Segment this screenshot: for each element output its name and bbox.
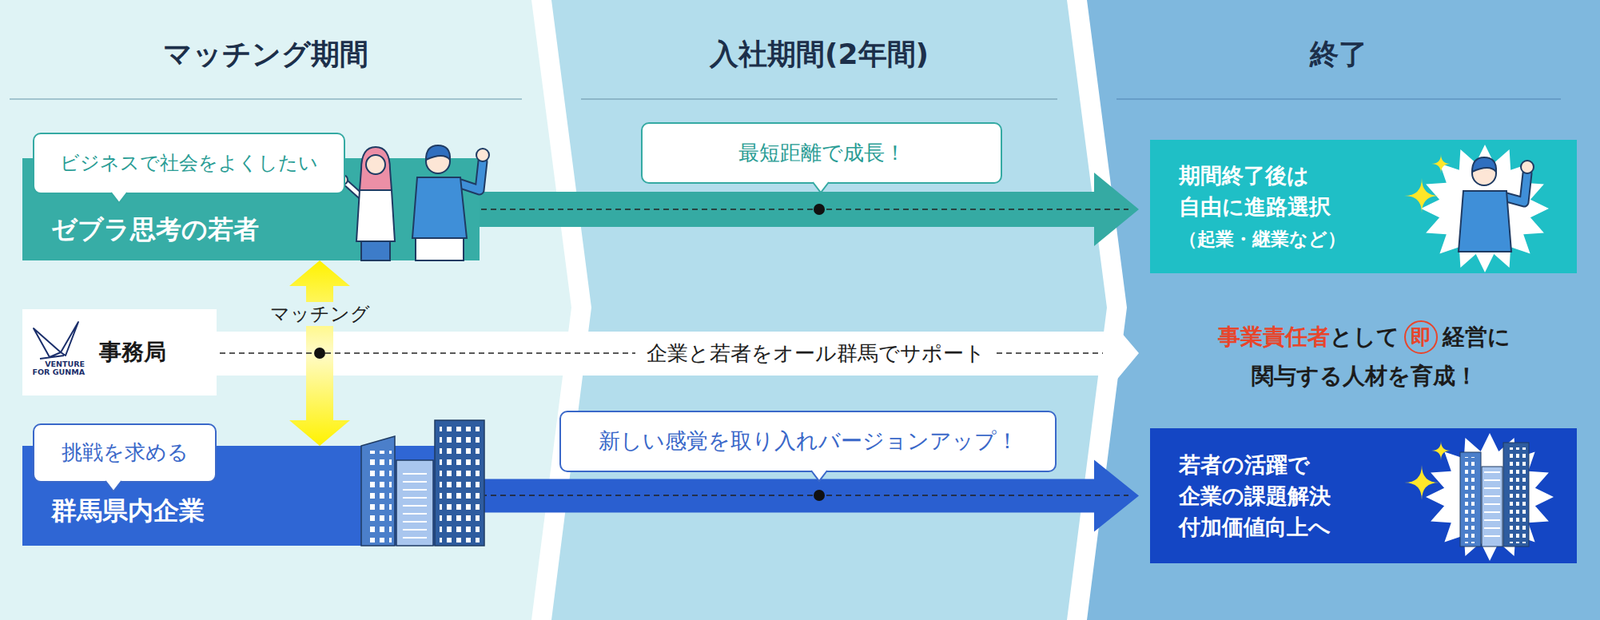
- outcome-text-wrap: 期間終了後は 自由に進路選択（起業・継業など）: [1178, 139, 1411, 274]
- speech-bubble: ビジネスで社会をよくしたい: [32, 132, 346, 195]
- logo-text-wrap: VENTURE FOR GUNMA: [31, 360, 85, 377]
- outcome-note: （起業・継業など）: [1178, 225, 1411, 254]
- office-text-wrap: 事務局: [99, 309, 167, 396]
- bubble-text: 挑戦を求める: [61, 440, 189, 466]
- flow-arrow: [479, 460, 1139, 533]
- phase-title: 終了: [1106, 36, 1571, 72]
- outcome-text-wrap: 若者の活躍で 企業の課題解決 付加価値向上へ: [1178, 428, 1411, 564]
- phase-title: 入社期間(2年間): [571, 36, 1067, 72]
- flow-arrow: [479, 172, 1139, 247]
- label-wrap: 企業と若者をオール群馬でサポート: [496, 339, 1136, 367]
- office-box: VENTURE FOR GUNMA 事務局: [22, 309, 217, 396]
- outcome-box: 若者の活躍で 企業の課題解決 付加価値向上へ: [1150, 428, 1577, 564]
- support-label: 企業と若者をオール群馬でサポート: [635, 339, 997, 367]
- outcome-box: 期間終了後は 自由に進路選択（起業・継業など）: [1150, 139, 1577, 274]
- speech-bubble: 最短距離で成長！: [640, 122, 1003, 184]
- speech-bubble: 挑戦を求める: [32, 423, 217, 483]
- edge-label: マッチング: [265, 302, 375, 327]
- phase-panel: 入社期間(2年間) 最短距離で成長！ 新しい感覚を取り入れバージョンアップ！: [551, 0, 1107, 620]
- band-title: 群馬県内企業: [51, 495, 205, 526]
- bubble-text: ビジネスで社会をよくしたい: [59, 151, 319, 176]
- speech-bubble: 新しい感覚を取り入れバージョンアップ！: [559, 410, 1057, 473]
- bubble-text: 最短距離で成長！: [738, 140, 906, 166]
- panel-shape: [551, 0, 1107, 620]
- logo-text: VENTURE FOR GUNMA: [31, 360, 85, 377]
- edge-label-wrap: マッチング: [239, 302, 400, 327]
- phase-panel: 終了期間終了後は 自由に進路選択（起業・継業など） 若者の活躍で 企業の課題解決 …: [1086, 0, 1600, 620]
- bubble-text: 新しい感覚を取り入れバージョンアップ！: [598, 428, 1019, 454]
- result-text: 経営に: [1442, 322, 1511, 353]
- circled-mark: 即: [1404, 320, 1438, 355]
- label-wrap: 関与する人材を育成！: [1150, 361, 1578, 392]
- band-title: ゼブラ思考の若者: [51, 214, 259, 245]
- highlight-text: 事業責任者: [1217, 322, 1330, 353]
- result-text: として: [1329, 322, 1400, 353]
- header-wrap: マッチング期間: [0, 36, 532, 72]
- result-text: 関与する人材を育成！: [1150, 361, 1578, 392]
- outcome-text: 期間終了後は 自由に進路選択: [1178, 159, 1411, 223]
- outcome-text: 若者の活躍で 企業の課題解決 付加価値向上へ: [1178, 449, 1411, 543]
- header-wrap: 入社期間(2年間): [571, 36, 1067, 72]
- phase-title: マッチング期間: [0, 36, 532, 72]
- header-wrap: 終了: [1106, 36, 1571, 72]
- office-name: 事務局: [99, 337, 167, 368]
- label-row: 事業責任者として即経営に: [1150, 318, 1578, 357]
